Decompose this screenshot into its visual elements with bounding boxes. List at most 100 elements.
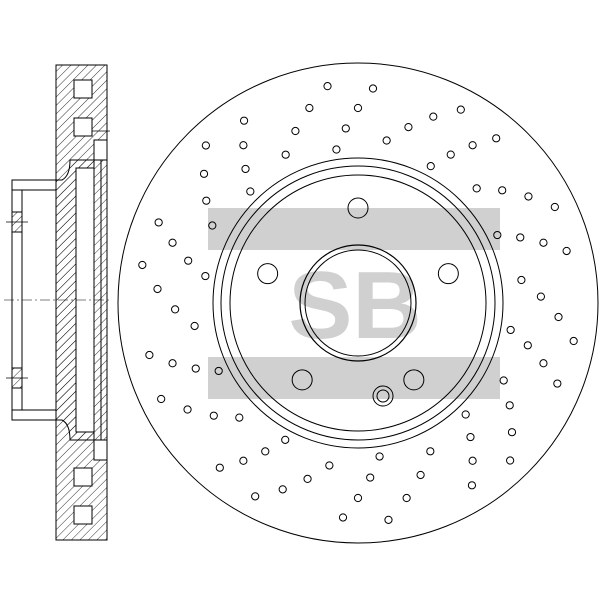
cross-hole (550, 202, 559, 212)
cross-hole (562, 246, 571, 256)
watermark-logo: SB (208, 208, 500, 399)
section-view (4, 64, 112, 541)
cross-hole (201, 271, 210, 281)
cross-hole (472, 184, 481, 193)
cross-hole (466, 432, 475, 442)
cross-hole (429, 112, 438, 121)
cross-hole (553, 379, 562, 388)
cross-hole (278, 485, 287, 494)
cross-hole (153, 284, 162, 294)
hat-inner-ring (229, 174, 487, 432)
vent-slot-2 (73, 117, 93, 137)
cross-hole (184, 256, 193, 265)
cross-hole (190, 321, 199, 331)
vent-slot-4 (73, 505, 93, 525)
cross-hole (239, 456, 248, 465)
cross-hole (305, 103, 314, 113)
cross-hole (426, 162, 435, 171)
bolt-hole (403, 369, 425, 391)
cross-hole (416, 470, 425, 480)
cross-hole (536, 292, 545, 301)
cross-hole (456, 105, 465, 114)
cross-hole (154, 218, 163, 227)
bolt-hole (437, 263, 459, 285)
cross-hole (426, 447, 435, 456)
watermark-band-top (208, 208, 500, 250)
bolt-hole (257, 263, 279, 285)
cross-hole (353, 493, 363, 503)
cross-hole (554, 312, 563, 322)
cross-hole (523, 341, 532, 350)
cross-hole (241, 164, 250, 174)
cross-hole (499, 376, 508, 385)
cross-hole (461, 410, 470, 419)
bolt-hole (347, 197, 369, 219)
hub-bore-outer (299, 244, 417, 362)
watermark-text: SB (288, 252, 421, 359)
cross-hole (507, 428, 517, 437)
cross-hole (384, 515, 393, 524)
cross-hole (375, 452, 384, 461)
cross-hole (402, 493, 411, 503)
cross-hole (368, 84, 378, 93)
cross-hole (281, 150, 290, 159)
hat-outer-ring (220, 165, 496, 441)
cross-hole (201, 141, 210, 150)
cross-hole (492, 134, 501, 143)
watermark-band-bottom (208, 357, 500, 399)
locator-hole-outer (372, 385, 394, 407)
face-view (117, 62, 599, 544)
cross-hole (353, 103, 363, 113)
hat-body (11, 179, 57, 421)
cross-hole (209, 411, 218, 420)
cross-hole (338, 513, 348, 522)
cross-hole (157, 394, 166, 404)
vent-slot-1 (73, 79, 93, 99)
cross-hole (303, 474, 312, 484)
cross-hole (341, 124, 350, 133)
cross-hole (191, 364, 200, 373)
vent-slot-3 (73, 467, 93, 487)
locator-hole-inner (376, 389, 390, 403)
cross-hole (366, 473, 375, 482)
outer-rim (117, 62, 599, 544)
cross-hole (199, 169, 209, 178)
cross-hole (446, 150, 455, 159)
cross-hole (505, 401, 514, 410)
locator-hole (372, 385, 394, 407)
cross-hole (251, 492, 260, 501)
cross-hole (498, 186, 507, 195)
cross-hole (539, 238, 548, 247)
cross-hole (239, 116, 249, 125)
cross-hole (569, 336, 578, 346)
cross-hole (235, 413, 244, 422)
cross-hole (517, 275, 526, 285)
bolt-hole (291, 369, 313, 391)
cross-hole (291, 126, 300, 136)
cross-hole (323, 82, 332, 91)
cross-hole (168, 238, 177, 247)
inner-friction-edge (212, 157, 504, 449)
cross-hole (506, 325, 515, 335)
cross-hole (214, 366, 223, 376)
cross-hole (404, 122, 413, 132)
cross-hole (208, 221, 217, 230)
cross-hole (382, 136, 391, 145)
cross-hole (202, 196, 211, 205)
cross-hole (246, 187, 255, 196)
cross-hole (168, 359, 177, 368)
cross-hole (145, 350, 154, 360)
cross-hole (239, 141, 248, 150)
cross-hole (506, 456, 515, 465)
cross-hole (325, 461, 334, 470)
cross-hole (138, 260, 147, 270)
cross-hole (171, 305, 180, 314)
cross-hole (516, 233, 525, 242)
cross-hole (493, 230, 502, 240)
cross-hole (468, 141, 477, 150)
cross-hole (183, 405, 192, 414)
cross-hole (524, 192, 533, 201)
cross-hole (261, 447, 270, 456)
